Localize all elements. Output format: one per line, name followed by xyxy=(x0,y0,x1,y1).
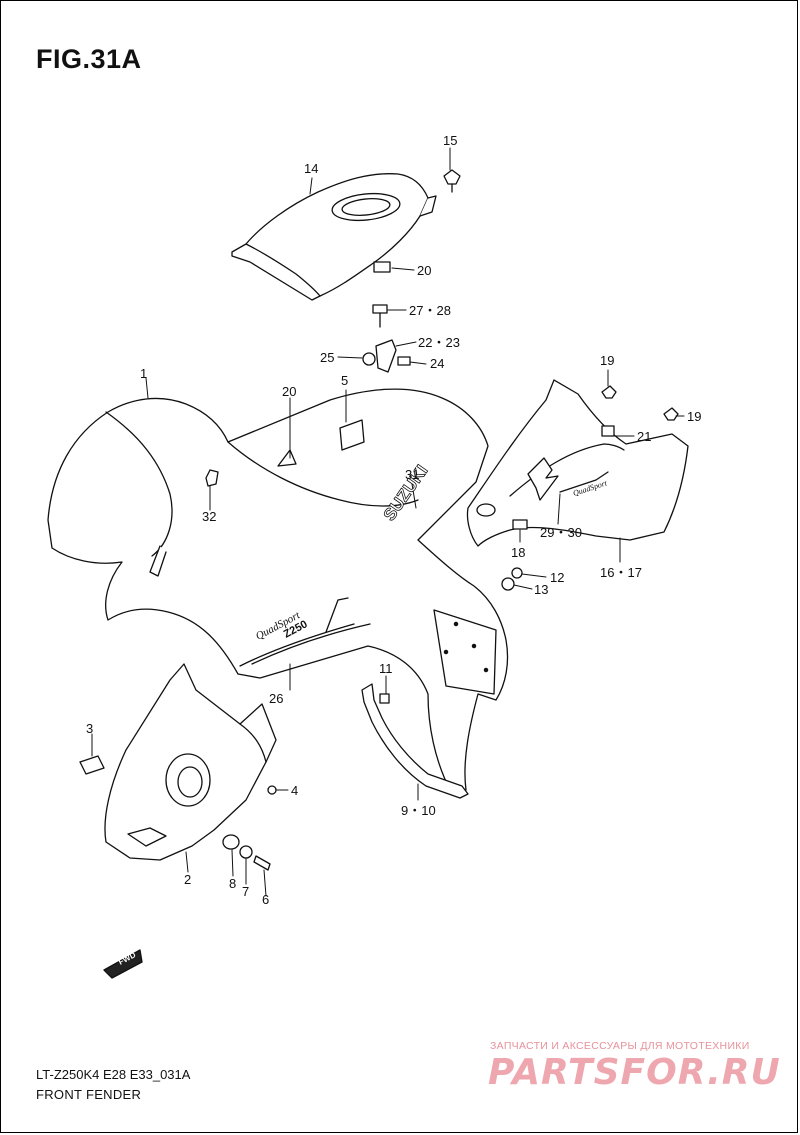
part-9-brace xyxy=(361,683,469,799)
part-5-pad xyxy=(339,419,365,451)
callout-8: 8 xyxy=(229,876,237,891)
callout-24: 24 xyxy=(430,356,445,371)
callout-2: 2 xyxy=(184,872,192,887)
part-2-inner-fender xyxy=(104,663,277,861)
callout-29-30: 26 xyxy=(269,691,284,706)
figure-title: FIG.31A xyxy=(36,44,142,74)
part-11-bolt xyxy=(379,693,390,704)
callout-6: 6 xyxy=(262,892,270,907)
part-19-clip xyxy=(601,385,679,421)
part-14-top-cover xyxy=(231,173,437,301)
part-1-front-fender xyxy=(47,388,509,795)
callout-15: 15 xyxy=(443,133,458,148)
callout-21: 21 xyxy=(637,429,652,444)
part-8-grommet xyxy=(222,834,240,850)
callout-7: 7 xyxy=(242,884,250,899)
part-15-clip xyxy=(443,169,461,193)
callout-4: 4 xyxy=(291,783,299,798)
part-22-bracket xyxy=(375,339,411,373)
callout-25: 25 xyxy=(320,350,335,365)
callout-22-23: 22・23 xyxy=(418,335,460,350)
callout-16-17: 16・17 xyxy=(600,565,642,580)
part-16-side-panel xyxy=(466,379,689,547)
callout-31: 31 xyxy=(405,467,420,482)
callout-32: 32 xyxy=(202,509,217,524)
callout-9-10: 9・10 xyxy=(401,803,436,818)
fwd-arrow-icon xyxy=(103,949,143,979)
part-26-bolt xyxy=(372,304,388,328)
part-12-screw xyxy=(501,567,523,591)
callout-19-b: 19 xyxy=(687,409,702,424)
part-25-nut xyxy=(362,352,376,366)
part-18-bolt xyxy=(512,519,528,530)
part-32-clip xyxy=(205,469,219,487)
watermark-tagline: ЗАПЧАСТИ И АКСЕССУАРЫ ДЛЯ МОТОТЕХНИКИ xyxy=(490,1040,750,1052)
callout-14: 14 xyxy=(304,161,319,176)
callout-11: 11 xyxy=(379,661,393,676)
model-code: LT-Z250K4 E28 E33_031A xyxy=(36,1067,191,1082)
callout-1: 1 xyxy=(140,366,148,381)
part-3-nut-clip xyxy=(79,755,105,775)
callout-20-top: 20 xyxy=(417,263,432,278)
callout-12: 12 xyxy=(550,570,565,585)
callout-18: 18 xyxy=(511,545,526,560)
callout-13: 13 xyxy=(534,582,549,597)
callout-3: 3 xyxy=(86,721,94,736)
callout-27-28: 29・30 xyxy=(540,525,582,540)
part-7-collar xyxy=(239,845,253,859)
section-name: FRONT FENDER xyxy=(36,1087,142,1102)
part-4-screw xyxy=(267,785,277,795)
watermark-logo: PARTSFOR.RU xyxy=(488,1052,781,1093)
part-6-bolt xyxy=(253,855,271,871)
callout-26: 27・28 xyxy=(409,303,451,318)
callout-19-a: 19 xyxy=(600,353,615,368)
callout-20: 20 xyxy=(282,384,297,399)
callout-5: 5 xyxy=(341,373,349,388)
